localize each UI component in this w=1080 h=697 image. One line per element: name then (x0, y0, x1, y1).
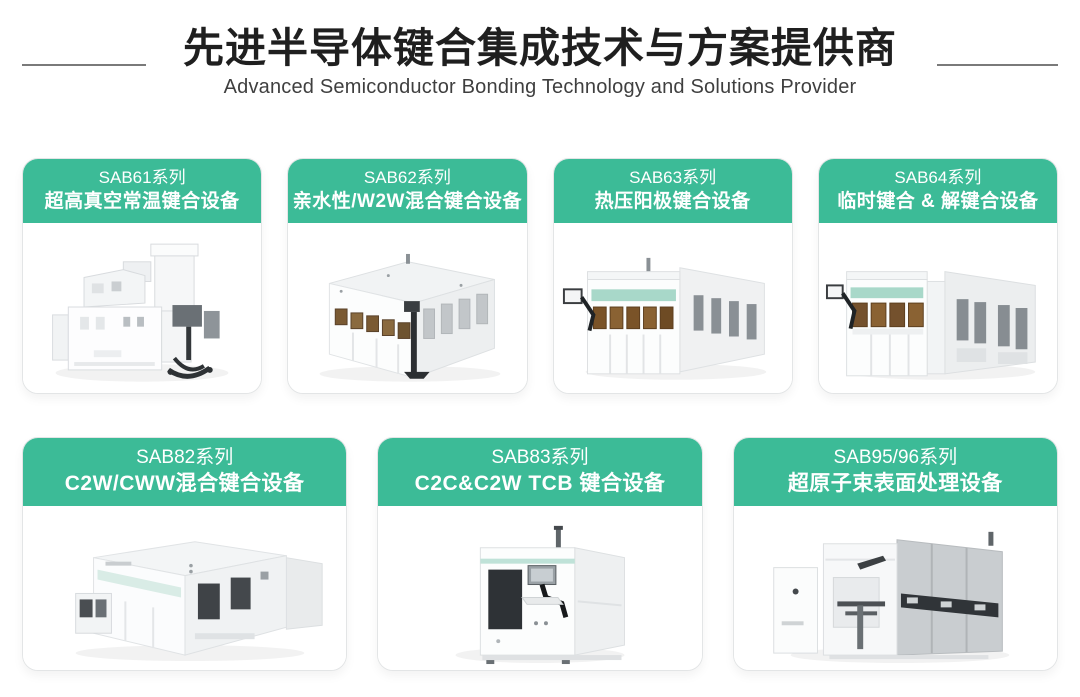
card-header: SAB83系列 C2C&C2W TCB 键合设备 (378, 438, 702, 506)
card-header: SAB64系列 临时键合 & 解键合设备 (818, 159, 1057, 223)
product-image-sab82 (23, 506, 347, 670)
title-rule-right (937, 64, 1058, 66)
title-rule-left (22, 64, 146, 66)
product-card-sab61: SAB61系列 超高真空常温键合设备 (22, 158, 263, 394)
product-image-sab83 (378, 506, 702, 670)
series-label: SAB62系列 (363, 168, 451, 187)
machine-illustration-sab62 (319, 253, 501, 382)
series-label: SAB64系列 (894, 168, 982, 187)
machine-illustration-sab63 (562, 257, 766, 380)
product-card-sab83: SAB83系列 C2C&C2W TCB 键合设备 (377, 437, 703, 671)
series-label: SAB82系列 (136, 447, 234, 468)
card-header: SAB95/96系列 超原子束表面处理设备 (733, 438, 1057, 506)
product-card-sab82: SAB82系列 C2W/CWW混合键合设备 (22, 437, 348, 671)
product-name: 热压阳极键合设备 (594, 191, 751, 212)
product-name: 超高真空常温键合设备 (44, 191, 240, 212)
product-card-sab64: SAB64系列 临时键合 & 解键合设备 (817, 158, 1058, 394)
product-image-sab61 (23, 223, 262, 393)
product-name: 亲水性/W2W混合键合设备 (292, 191, 522, 212)
card-header: SAB82系列 C2W/CWW混合键合设备 (23, 438, 347, 506)
product-image-sab62 (288, 223, 527, 393)
product-row-1: SAB61系列 超高真空常温键合设备 (22, 158, 1058, 394)
product-name: C2W/CWW混合键合设备 (64, 472, 305, 495)
machine-illustration-sab83 (455, 525, 625, 665)
page-subtitle: Advanced Semiconductor Bonding Technolog… (223, 76, 857, 99)
machine-illustration-sab95-96 (773, 531, 1010, 664)
page-title: 先进半导体键合集成技术与方案提供商 (183, 25, 897, 71)
product-name: 超原子束表面处理设备 (787, 472, 1003, 495)
machine-illustration-sab61 (52, 243, 229, 382)
card-header: SAB61系列 超高真空常温键合设备 (23, 159, 262, 223)
series-label: SAB83系列 (491, 447, 589, 468)
product-row-2: SAB82系列 C2W/CWW混合键合设备 (22, 437, 1058, 671)
product-card-sab95-96: SAB95/96系列 超原子束表面处理设备 (732, 437, 1058, 671)
product-card-sab63: SAB63系列 热压阳极键合设备 (552, 158, 793, 394)
product-image-sab95-96 (733, 506, 1057, 670)
product-image-sab64 (818, 223, 1057, 393)
product-name: 临时键合 & 解键合设备 (837, 191, 1039, 212)
card-header: SAB62系列 亲水性/W2W混合键合设备 (288, 159, 527, 223)
card-header: SAB63系列 热压阳极键合设备 (553, 159, 792, 223)
page-header: 先进半导体键合集成技术与方案提供商 Advanced Semiconductor… (0, 0, 1080, 99)
product-name: C2C&C2W TCB 键合设备 (414, 472, 666, 495)
machine-illustration-sab64 (825, 271, 1036, 380)
machine-illustration-sab82 (74, 541, 323, 662)
series-label: SAB63系列 (629, 168, 717, 187)
series-label: SAB61系列 (98, 168, 186, 187)
product-image-sab63 (553, 223, 792, 393)
product-card-sab62: SAB62系列 亲水性/W2W混合键合设备 (287, 158, 528, 394)
series-label: SAB95/96系列 (833, 447, 958, 468)
